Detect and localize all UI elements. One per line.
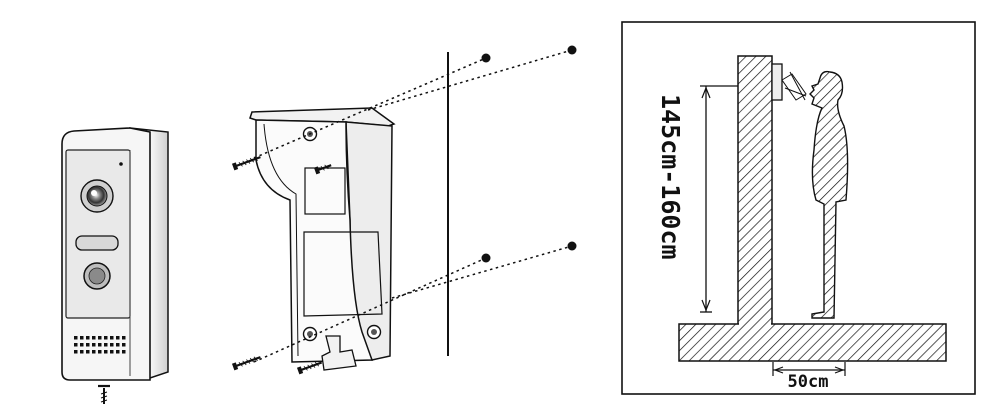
bottom-screw-icon — [98, 384, 110, 404]
grille-hole — [80, 343, 84, 347]
grille-hole — [98, 336, 102, 340]
alignment-dotted-line — [253, 257, 487, 363]
grille-hole — [86, 343, 90, 347]
alignment-dotted-line — [367, 49, 573, 111]
grille-hole — [104, 350, 108, 354]
grille-hole — [110, 343, 114, 347]
drill-point-icon — [567, 45, 577, 55]
grille-hole — [92, 343, 96, 347]
height-range-label: 145cm-160cm — [656, 94, 685, 260]
grille-hole — [74, 350, 78, 354]
drill-point-icon — [567, 241, 577, 251]
grille-hole — [116, 336, 120, 340]
grille-hole — [74, 336, 78, 340]
speaker-grille-icon — [74, 336, 126, 354]
grille-hole — [116, 343, 120, 347]
grille-hole — [110, 350, 114, 354]
grille-hole — [92, 336, 96, 340]
grille-hole — [80, 336, 84, 340]
wall-alignment — [253, 45, 577, 363]
grille-hole — [98, 343, 102, 347]
bracket-hole-bottom-left-icon — [302, 326, 318, 342]
distance-dimension — [772, 362, 846, 376]
drill-point-icon — [481, 253, 491, 263]
height-dimension — [700, 85, 738, 313]
grille-hole — [122, 350, 126, 354]
drill-point-icon — [481, 53, 491, 63]
grille-hole — [104, 336, 108, 340]
grille-hole — [122, 336, 126, 340]
name-plate — [75, 235, 119, 251]
wall-section — [737, 55, 773, 327]
height-diagram: 145cm-160cm 50cm — [621, 21, 976, 395]
door-station-panel — [61, 127, 169, 404]
grille-hole — [116, 350, 120, 354]
grille-hole — [74, 343, 78, 347]
grille-hole — [92, 350, 96, 354]
mounted-unit-icon — [771, 63, 807, 101]
distance-label: 50cm — [788, 372, 829, 392]
camera-lens-icon — [80, 179, 114, 213]
alignment-dotted-line — [253, 57, 487, 159]
screw-icon — [296, 361, 323, 375]
grille-hole — [86, 336, 90, 340]
grille-hole — [104, 343, 108, 347]
grille-hole — [80, 350, 84, 354]
screw-icon — [313, 164, 332, 175]
rain-cover-bracket — [249, 107, 396, 371]
person-silhouette-icon — [809, 70, 849, 319]
grille-hole — [86, 350, 90, 354]
grille-hole — [98, 350, 102, 354]
grille-hole — [122, 343, 126, 347]
screw-icon — [231, 356, 261, 371]
call-button-icon — [83, 262, 111, 290]
mounting-screws — [231, 156, 332, 375]
indicator-led-icon — [119, 162, 123, 166]
floor-section — [678, 323, 947, 362]
alignment-dotted-line — [391, 245, 573, 299]
alignment-guides — [253, 45, 577, 363]
grille-hole — [110, 336, 114, 340]
screw-icon — [231, 156, 261, 171]
bracket-hole-bottom-right-icon — [366, 324, 382, 340]
